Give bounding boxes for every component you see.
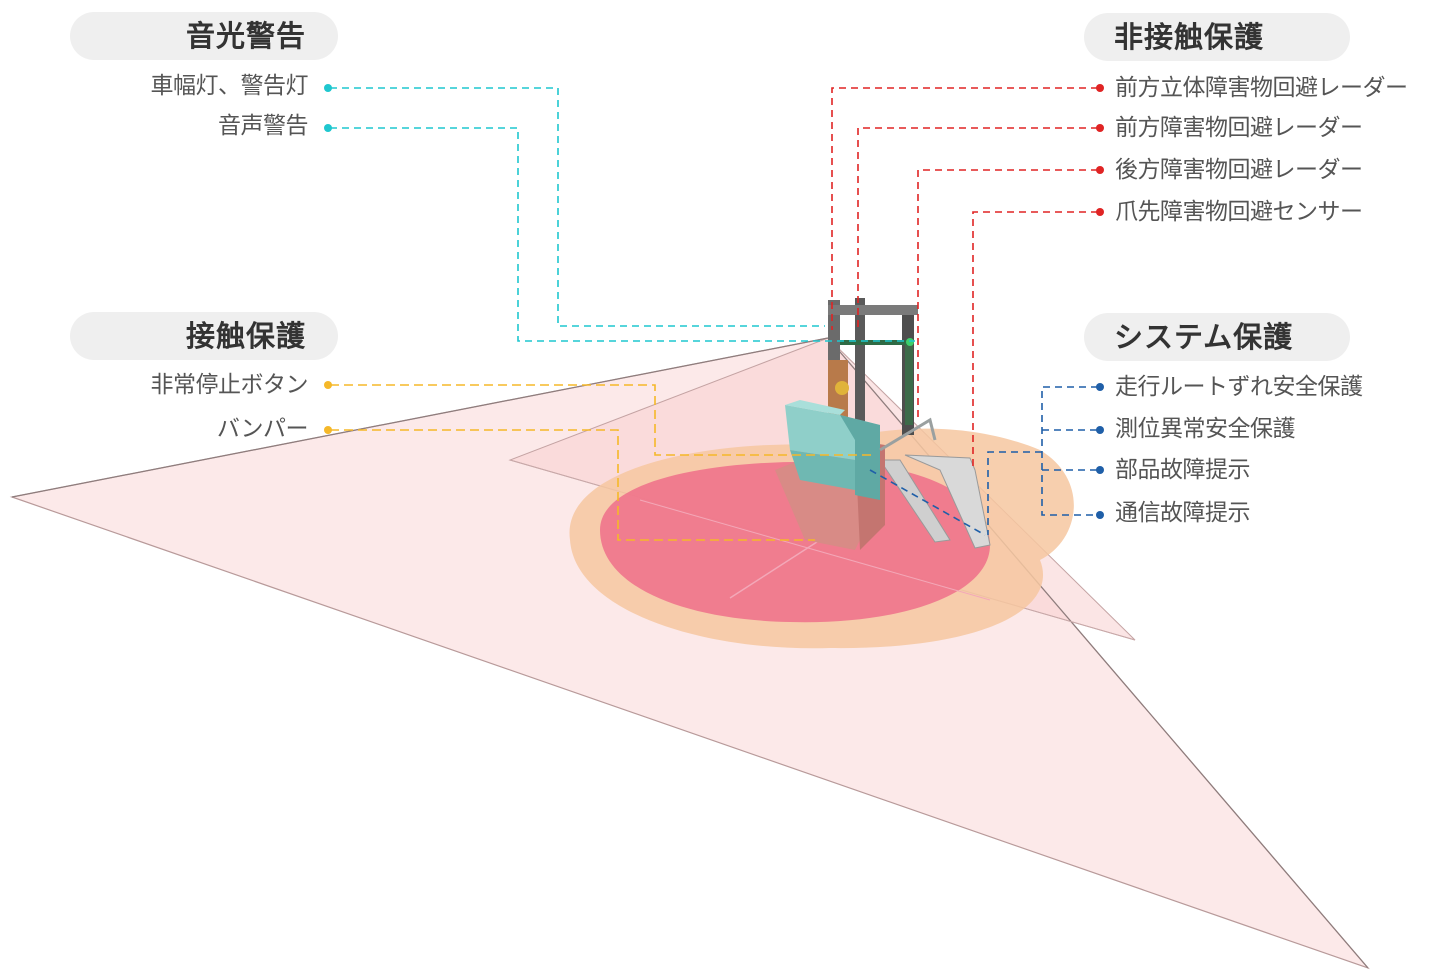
label-side-lights: 車幅灯、警告灯 bbox=[150, 73, 309, 99]
dot-system-1 bbox=[1096, 383, 1104, 391]
label-communication-fault: 通信故障提示 bbox=[1115, 500, 1251, 526]
dot-sound-light-1 bbox=[324, 84, 332, 92]
label-voice-warning: 音声警告 bbox=[218, 113, 309, 139]
dot-contact-1 bbox=[324, 381, 332, 389]
dot-system-2 bbox=[1096, 426, 1104, 434]
zone-divider bbox=[639, 499, 991, 601]
connector-contact bbox=[330, 384, 875, 541]
forklift-forks bbox=[879, 454, 991, 549]
dot-non-contact-1 bbox=[1096, 84, 1104, 92]
label-component-fault: 部品故障提示 bbox=[1115, 457, 1251, 483]
dot-system-4 bbox=[1096, 511, 1104, 519]
dot-non-contact-3 bbox=[1096, 166, 1104, 174]
forklift-illustration bbox=[775, 298, 937, 550]
connector-non-contact bbox=[831, 87, 1098, 470]
label-route-deviation: 走行ルートずれ安全保護 bbox=[1115, 374, 1363, 400]
connector-sound-light bbox=[330, 87, 915, 342]
label-positioning-error: 測位異常安全保護 bbox=[1115, 416, 1296, 442]
cone-edge-line bbox=[11, 337, 829, 498]
label-fork-tip-sensor: 爪先障害物回避センサー bbox=[1115, 199, 1363, 225]
inner-stop-zone bbox=[600, 461, 990, 623]
dot-non-contact-4 bbox=[1096, 208, 1104, 216]
label-front-3d-radar: 前方立体障害物回避レーダー bbox=[1115, 75, 1408, 101]
label-bumper: バンパー bbox=[216, 416, 309, 442]
label-front-radar: 前方障害物回避レーダー bbox=[1115, 115, 1363, 141]
dot-system-3 bbox=[1096, 466, 1104, 474]
dot-sound-light-2 bbox=[324, 124, 332, 132]
zone-divider bbox=[729, 539, 821, 599]
dot-contact-2 bbox=[324, 426, 332, 434]
label-rear-radar: 後方障害物回避レーダー bbox=[1115, 157, 1363, 183]
group-title-non-contact: 非接触保護 bbox=[1084, 13, 1350, 61]
group-title-contact: 接触保護 bbox=[70, 312, 338, 360]
dot-non-contact-2 bbox=[1096, 124, 1104, 132]
label-emergency-stop: 非常停止ボタン bbox=[150, 372, 309, 398]
connector-system bbox=[869, 386, 1098, 536]
group-title-system: システム保護 bbox=[1084, 313, 1350, 361]
group-title-sound-light: 音光警告 bbox=[70, 12, 338, 60]
